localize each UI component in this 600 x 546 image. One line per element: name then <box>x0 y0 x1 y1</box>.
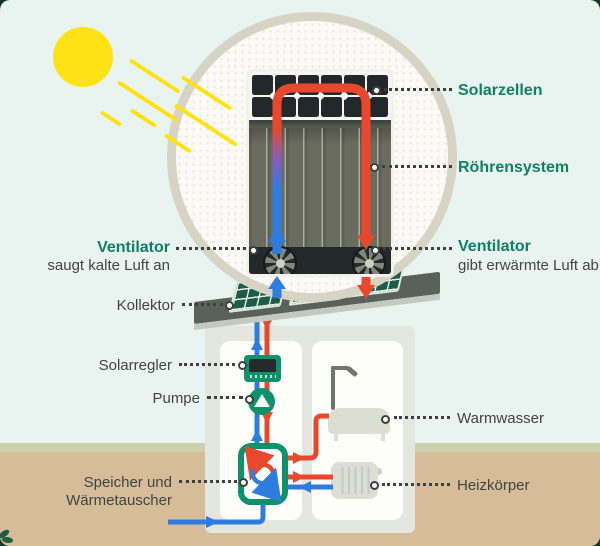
connector-dot <box>369 480 379 490</box>
bathtub-icon <box>328 408 390 434</box>
mains-cold-water-pipe <box>168 500 266 525</box>
label-heizkoerper: Heizkörper <box>457 477 530 494</box>
cold-cycle-arrow <box>250 467 282 503</box>
label-ventilator-right-sub: gibt erwärmte Luft ab <box>458 257 599 274</box>
connector-dot <box>224 300 234 310</box>
hot-water-pipe-to-tub <box>287 413 329 461</box>
connector-dot <box>237 360 247 370</box>
connector-dots <box>176 247 246 250</box>
radiator-return-arrow-left <box>299 481 311 493</box>
connector-dot <box>380 414 390 424</box>
radiator-fins <box>337 467 372 494</box>
hot-air-pipe <box>272 83 371 238</box>
label-solarzellen: Solarzellen <box>458 82 543 99</box>
label-speicher-line2: Wärmetauscher <box>66 492 172 509</box>
label-warmwasser: Warmwasser <box>457 410 544 427</box>
label-kollektor: Kollektor <box>116 297 175 314</box>
cold-flow-arrow-up <box>251 338 263 350</box>
label-speicher-line1: Speicher und <box>83 474 172 491</box>
controller-display <box>249 359 276 372</box>
solar-controller-device <box>244 355 281 382</box>
radiator-knob <box>375 468 382 475</box>
label-ventilator-right: Ventilator <box>458 238 531 255</box>
mains-flow-arrow-right <box>206 516 219 528</box>
heat-exchange-cycle-icon <box>244 445 282 503</box>
pump-device <box>248 388 275 415</box>
controller-buttons <box>250 375 276 378</box>
cells-shadow <box>249 120 391 128</box>
bathtub-leg <box>334 432 338 441</box>
shower-pipe-horizontal <box>331 366 349 370</box>
cold-flow-arrow-up <box>251 429 263 441</box>
shower-pipe-vertical <box>331 366 335 410</box>
hot-air-arrow-down <box>357 235 375 250</box>
label-pumpe: Pumpe <box>152 390 200 407</box>
fan-right-icon <box>352 246 386 274</box>
tub-flow-arrow-right <box>293 452 305 464</box>
hot-cycle-arrow <box>244 445 276 481</box>
connector-dots <box>382 483 450 486</box>
collector-pipes <box>268 83 375 299</box>
magnifier-circle <box>167 12 457 302</box>
sun-icon <box>53 27 113 87</box>
connector-dot <box>244 394 254 404</box>
connector-dots <box>182 303 223 306</box>
intake-air-arrow-up <box>268 276 286 289</box>
hot-flow-arrow-down <box>261 412 273 424</box>
pump-triangle-icon <box>253 394 270 407</box>
connector-dot <box>371 85 381 95</box>
label-ventilator-left-sub: saugt kalte Luft an <box>47 257 170 274</box>
radiator-icon <box>331 462 378 499</box>
connector-dot <box>238 477 248 487</box>
connector-dot <box>248 245 258 255</box>
radiator-flow-arrow-right <box>293 471 305 483</box>
connector-dots <box>179 363 235 366</box>
bathtub-leg <box>381 432 385 441</box>
connector-dots <box>382 165 452 168</box>
connector-dots <box>384 88 452 91</box>
connector-dots <box>179 480 237 483</box>
label-roehrensystem: Röhrensystem <box>458 159 570 176</box>
connector-dots <box>394 416 450 419</box>
label-ventilator-left: Ventilator <box>97 239 170 256</box>
connector-dots <box>207 396 243 399</box>
connector-dots <box>383 247 452 250</box>
connector-dot <box>369 162 379 172</box>
cold-air-arrow-up <box>268 227 286 242</box>
exhaust-air-arrow-down <box>357 285 375 299</box>
connector-dot <box>370 245 380 255</box>
label-solarregler: Solarregler <box>98 357 172 374</box>
